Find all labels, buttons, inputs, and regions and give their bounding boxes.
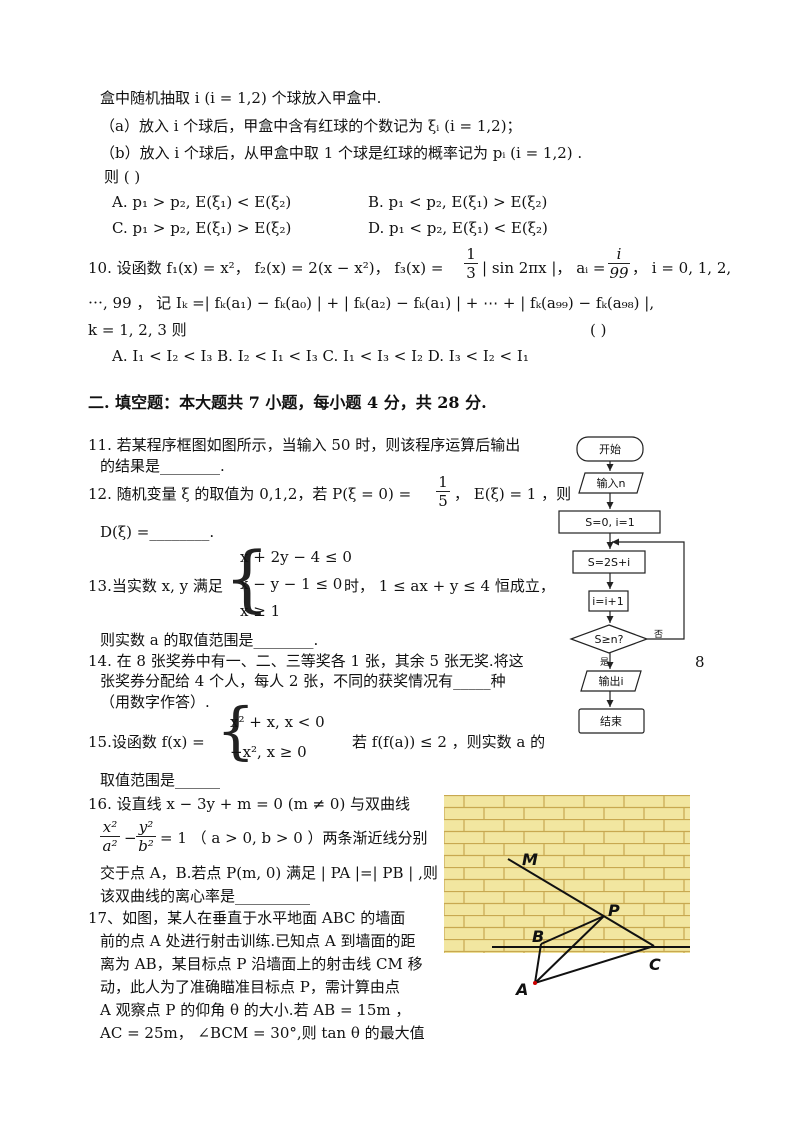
init-label: S=0, i=1 bbox=[585, 516, 634, 529]
q10-line1-tail: | sin 2πx |， aᵢ = bbox=[482, 259, 606, 277]
q17-line4: 动，此人为了准确瞄准目标点 P，需计算由点 bbox=[100, 978, 400, 996]
q12-line1: 12. 随机变量 ξ 的取值为 0,1,2，若 P(ξ = 0) = bbox=[88, 485, 412, 503]
q11-line1: 11. 若某程序框图如图所示，当输入 50 时，则该程序运算后输出 bbox=[88, 436, 521, 454]
frac-bar bbox=[436, 491, 450, 492]
step1-label: S=2S+i bbox=[588, 556, 630, 569]
q13-condition-2: x − y − 1 ≤ 0 bbox=[240, 575, 343, 593]
flowchart: 开始 输入n S=0, i=1 S=2S+i i=i+1 S≥n? 否 是 输出… bbox=[558, 436, 685, 734]
line-AP bbox=[534, 915, 605, 984]
q16-line2-tail: = 1 （ a > 0, b > 0 ）两条渐近线分别 bbox=[160, 829, 428, 847]
frac-num: i bbox=[616, 245, 622, 263]
piecewise-brace: { bbox=[216, 694, 256, 767]
input-label: 输入n bbox=[597, 476, 626, 490]
frac-den: 99 bbox=[609, 264, 629, 282]
fraction-1-5: 1 5 bbox=[436, 473, 450, 510]
q12-line2: D(ξ) =________. bbox=[100, 523, 215, 541]
step2-label: i=i+1 bbox=[592, 595, 624, 608]
condition-label: S≥n? bbox=[594, 633, 623, 646]
line-CM bbox=[507, 858, 655, 947]
q13-condition-3: x ≥ 1 bbox=[240, 602, 281, 620]
q12-line1-tail: ， E(ξ) = 1 ，则 bbox=[454, 485, 572, 503]
q14-line1: 14. 在 8 张奖券中有一、二、三等奖各 1 张，其余 5 张无奖.将这 bbox=[88, 652, 524, 670]
text-line: （a）放入 i 个球后，甲盒中含有红球的个数记为 ξᵢ (i = 1,2)； bbox=[100, 117, 522, 135]
system-brace: { bbox=[224, 536, 270, 620]
q10-line1-end: ， i = 0, 1, 2, bbox=[632, 259, 732, 277]
option-a: A. p₁ > p₂, E(ξ₁) < E(ξ₂) bbox=[112, 193, 292, 211]
frac-den: b² bbox=[138, 837, 154, 855]
output-io bbox=[580, 670, 642, 692]
section-heading: 二. 填空题：本大题共 7 小题，每小题 4 分，共 28 分. bbox=[88, 393, 487, 412]
fraction-x2-a2: x² a² bbox=[100, 818, 120, 855]
wall-figure: M P B C A bbox=[444, 795, 690, 995]
q17-line5: A 观察点 P 的仰角 θ 的大小.若 AB = 15m ， bbox=[100, 1001, 411, 1019]
end-label: 结束 bbox=[600, 715, 622, 728]
text-line: 则 ( ) bbox=[104, 168, 141, 186]
q11-line2: 的结果是________. bbox=[100, 457, 225, 475]
q13-condition-1: x + 2y − 4 ≤ 0 bbox=[240, 548, 352, 566]
label-C: C bbox=[649, 955, 661, 974]
frac-den: a² bbox=[102, 837, 118, 855]
q17-line3: 离为 AB，某目标点 P 沿墙面上的射击线 CM 移 bbox=[100, 955, 423, 973]
frac-num: 1 bbox=[466, 245, 476, 263]
answer-paren: ( ) bbox=[590, 321, 607, 339]
q15-prefix: 15.设函数 f(x) = bbox=[88, 733, 205, 751]
option-d: D. p₁ < p₂, E(ξ₁) < E(ξ₂) bbox=[368, 219, 548, 237]
frac-bar bbox=[100, 836, 120, 837]
no-label: 否 bbox=[654, 629, 663, 640]
end-box bbox=[578, 708, 645, 734]
fraction-1-3: 1 3 bbox=[464, 245, 478, 282]
frac-den: 3 bbox=[466, 264, 476, 282]
q16-line1: 16. 设直线 x − 3y + m = 0 (m ≠ 0) 与双曲线 bbox=[88, 795, 411, 813]
fraction-y2-b2: y² b² bbox=[136, 818, 156, 855]
q16-line4: 该双曲线的离心率是__________ bbox=[100, 887, 311, 905]
label-B: B bbox=[532, 927, 544, 946]
q10-options: A. I₁ < I₂ < I₃ B. I₂ < I₁ < I₃ C. I₁ < … bbox=[112, 347, 529, 365]
brick-wall bbox=[444, 795, 690, 953]
q17-line1: 17、如图，某人在垂直于水平地面 ABC 的墙面 bbox=[88, 909, 406, 927]
q10-line3: k = 1, 2, 3 则 bbox=[88, 321, 187, 339]
label-A: A bbox=[514, 980, 528, 995]
start-label: 开始 bbox=[599, 442, 621, 456]
option-c: C. p₁ > p₂, E(ξ₁) > E(ξ₂) bbox=[112, 219, 292, 237]
q15-line2: 取值范围是______ bbox=[100, 771, 221, 789]
q15-post: 若 f(f(a)) ≤ 2 ，则实数 a 的 bbox=[352, 733, 546, 751]
text-line: 盒中随机抽取 i (i = 1,2) 个球放入甲盒中. bbox=[100, 89, 382, 107]
output-label: 输出i bbox=[598, 674, 623, 688]
q17-line2: 前的点 A 处进行射击训练.已知点 A 到墙面的距 bbox=[100, 932, 416, 950]
q15-piece-1: x² + x, x < 0 bbox=[230, 713, 325, 731]
frac-bar bbox=[464, 263, 478, 264]
label-M: M bbox=[522, 850, 538, 869]
line-BP bbox=[540, 915, 605, 945]
input-io bbox=[578, 472, 644, 494]
frac-den: 5 bbox=[438, 492, 448, 510]
text-line: （b）放入 i 个球后，从甲盒中取 1 个球是红球的概率记为 pᵢ (i = 1… bbox=[100, 144, 583, 162]
q10-line2: ⋯, 99 ， 记 Iₖ =| fₖ(a₁) − fₖ(a₀) | + | fₖ… bbox=[88, 294, 655, 312]
q14-line3: （用数字作答）. bbox=[100, 693, 210, 711]
fraction-i-99: i 99 bbox=[608, 245, 630, 282]
frac-num: 1 bbox=[438, 473, 448, 491]
yes-label: 是 bbox=[600, 657, 609, 668]
condition-diamond bbox=[569, 624, 649, 654]
q15-piece-2: −x², x ≥ 0 bbox=[230, 743, 307, 761]
label-P: P bbox=[608, 901, 620, 920]
minus-sign: − bbox=[124, 829, 137, 847]
q13-post: 时， 1 ≤ ax + y ≤ 4 恒成立， bbox=[344, 577, 555, 595]
q13-prefix: 13.当实数 x, y 满足 bbox=[88, 577, 223, 595]
frac-bar bbox=[136, 836, 156, 837]
frac-num: x² bbox=[102, 818, 118, 836]
q17-line6: AC = 25m， ∠BCM = 30°,则 tan θ 的最大值 bbox=[100, 1024, 425, 1042]
step2-box bbox=[588, 590, 629, 612]
step1-box bbox=[572, 550, 646, 574]
q14-line2: 张奖券分配给 4 个人，每人 2 张，不同的获奖情况有_____种 bbox=[100, 672, 506, 690]
point-A bbox=[533, 981, 537, 985]
q13-line2: 则实数 a 的取值范围是________. bbox=[100, 631, 319, 649]
q16-line3: 交于点 A，B.若点 P(m, 0) 满足 | PA |=| PB | ,则 bbox=[100, 864, 438, 882]
q10-line1: 10. 设函数 f₁(x) = x²， f₂(x) = 2(x − x²)， f… bbox=[88, 259, 444, 277]
option-b: B. p₁ < p₂, E(ξ₁) > E(ξ₂) bbox=[368, 193, 548, 211]
frac-num: y² bbox=[138, 818, 154, 836]
page-mark: 8 bbox=[695, 653, 705, 671]
frac-bar bbox=[608, 263, 630, 264]
